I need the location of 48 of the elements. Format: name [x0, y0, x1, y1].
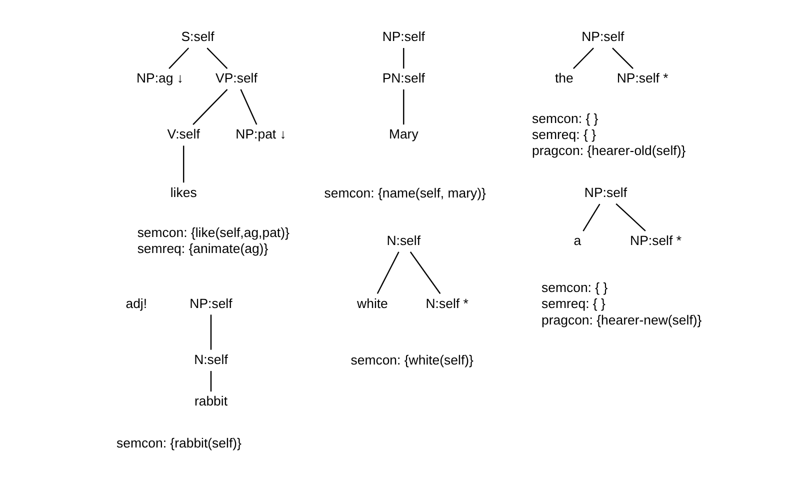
connector: [573, 48, 594, 69]
label: semcon: {white(self)}: [350, 352, 474, 368]
node-text: a: [574, 232, 582, 248]
connector: [210, 314, 212, 350]
connector: [168, 48, 190, 69]
label: semcon: {like(self,ag,pat)}: [137, 224, 290, 240]
label: pragcon: {hearer-old(self)}: [532, 143, 686, 158]
label: semcon: {rabbit(self)}: [116, 436, 242, 451]
connector: [240, 89, 258, 125]
connector: [210, 370, 212, 392]
node-label: adj!: [126, 296, 148, 311]
node-text: likes: [170, 184, 197, 200]
connector: [403, 89, 404, 125]
node-text: N:self *: [426, 296, 468, 311]
node-text: rabbit: [194, 393, 228, 408]
node-text: S:self: [181, 28, 214, 44]
node-text: NP:ag ↓: [136, 70, 184, 86]
connector: [182, 146, 184, 183]
node-text: VP:self: [216, 70, 258, 86]
node-text: N:self: [194, 352, 228, 367]
label: semcon: { }: [532, 111, 598, 126]
node-text: N:self: [386, 232, 421, 248]
label: semcon: { }: [542, 280, 608, 296]
label: semcon: {name(self, mary)}: [324, 185, 486, 200]
node-text: V:self: [167, 126, 200, 142]
node-text: NP:pat ↓: [236, 126, 286, 142]
label: pragcon: {hearer-new(self)}: [542, 312, 702, 328]
node-text: NP:self: [584, 184, 628, 200]
connector: [612, 48, 634, 69]
node-text: NP:self: [190, 296, 232, 311]
connector: [192, 89, 228, 125]
node-text: NP:self: [382, 28, 425, 44]
node-text: NP:self *: [616, 70, 668, 86]
connector: [376, 252, 400, 294]
connector: [582, 204, 600, 232]
label: semreq: { }: [532, 127, 596, 142]
label: semreq: { }: [542, 296, 606, 312]
connector: [206, 48, 228, 69]
node-text: Mary: [388, 126, 418, 142]
connector: [403, 48, 404, 69]
node-text: white: [357, 296, 388, 311]
node-text: NP:self: [582, 28, 624, 44]
node-text: the: [554, 70, 574, 86]
label: semreq: {animate(ag)}: [137, 240, 268, 256]
connector: [410, 252, 441, 294]
node-text: NP:self *: [630, 232, 682, 248]
connector: [616, 203, 646, 232]
node-text: PN:self: [382, 70, 425, 86]
